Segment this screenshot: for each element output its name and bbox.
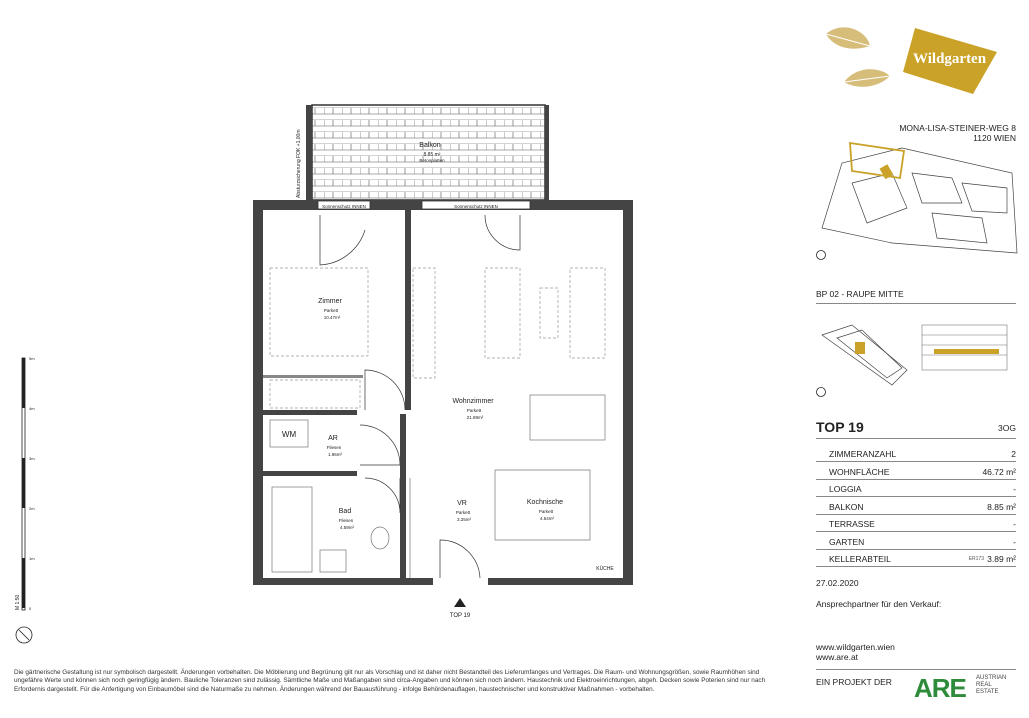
leaf-icon [825, 27, 891, 87]
washing-machine-label: WM [282, 430, 297, 439]
unit-row-key: TERRASSE [829, 519, 875, 529]
unit-row-key: ZIMMERANZAHL [829, 449, 897, 459]
svg-text:Parkett: Parkett [467, 408, 482, 413]
building-part: BP 02 - RAUPE MITTE [816, 289, 904, 299]
svg-text:5m: 5m [29, 356, 35, 361]
unit-row-key: KELLERABTEIL [829, 554, 891, 564]
entrance-label: TOP 19 [450, 613, 471, 619]
room-wohnzimmer: Wohnzimmer Parkett 21.89m² [452, 398, 494, 420]
project-by: EIN PROJEKT DER [816, 677, 892, 687]
room-zimmer: Zimmer Parkett 10.47m² [318, 298, 342, 320]
balcony-floor: Betonplatten [419, 158, 445, 163]
floor-plan: Balkon 8.85 m² Betonplatten Absturzsiche… [15, 104, 633, 644]
unit-row-wohnfläche: WOHNFLÄCHE 46.72 m² [816, 462, 1016, 480]
svg-text:Fliesen: Fliesen [339, 518, 354, 523]
link-wildgarten[interactable]: www.wildgarten.wien [816, 642, 895, 652]
unit-row-value: 46.72 m² [982, 466, 1016, 477]
address: MONA-LISA-STEINER-WEG 8 1120 WIEN [899, 123, 1016, 143]
svg-text:Wohnzimmer: Wohnzimmer [452, 398, 494, 405]
date: 27.02.2020 [816, 578, 859, 588]
key-plan [816, 324, 1008, 397]
svg-text:Parkett: Parkett [539, 509, 554, 514]
svg-text:0: 0 [29, 606, 32, 611]
unit-row-value: - [1013, 536, 1016, 547]
svg-text:1m: 1m [29, 556, 35, 561]
svg-text:VR: VR [457, 500, 467, 507]
svg-text:10.47m²: 10.47m² [324, 315, 341, 320]
are-logo: ARE [914, 673, 967, 703]
svg-text:Bad: Bad [339, 508, 352, 515]
svg-text:Zimmer: Zimmer [318, 298, 342, 305]
north-arrow-icon [816, 250, 826, 260]
kitchen-label: KÜCHE [596, 565, 614, 572]
scale-bar: 5m 4m 3m 2m 1m 0 M 1:50 [15, 356, 35, 611]
unit-row-balkon: BALKON 8.85 m² [816, 497, 1016, 515]
walls [253, 200, 633, 585]
unit-row-terrasse: TERRASSE - [816, 514, 1016, 532]
unit-row-loggia: LOGGIA - [816, 479, 1016, 497]
svg-text:2m: 2m [29, 506, 35, 511]
svg-text:M 1:50: M 1:50 [15, 594, 21, 610]
entrance-arrow-icon [454, 598, 466, 607]
unit-row-extra: ER173 [968, 556, 984, 562]
svg-text:4.54m²: 4.54m² [540, 516, 555, 521]
svg-text:4.59m²: 4.59m² [340, 525, 355, 530]
unit-row-value: 8.85 m² [987, 501, 1016, 512]
balcony-note: Absturzsicherung FOK +1,00m [296, 129, 302, 198]
unit-title: TOP 19 [816, 419, 864, 435]
site-map [816, 141, 1018, 260]
room-bad: Bad Fliesen 4.59m² [339, 508, 355, 530]
svg-text:3m: 3m [29, 456, 35, 461]
svg-text:21.89m²: 21.89m² [467, 415, 484, 420]
unit-row-key: LOGGIA [829, 484, 862, 494]
balcony: Balkon 8.85 m² Betonplatten Absturzsiche… [296, 104, 549, 201]
svg-text:1.96m²: 1.96m² [328, 452, 343, 457]
sunshade-2: Sonnenschutz INNEN [454, 204, 498, 209]
unit-floor: 3OG [998, 423, 1016, 433]
svg-text:Fliesen: Fliesen [327, 445, 342, 450]
unit-header: TOP 19 3OG [816, 418, 1016, 439]
contact-label: Ansprechpartner für den Verkauf: [816, 599, 942, 609]
north-arrow-icon [816, 387, 826, 397]
are-logo-sub: AUSTRIAN REAL ESTATE [976, 675, 1007, 695]
balcony-name: Balkon [419, 142, 441, 149]
unit-row-value: - [1013, 519, 1016, 529]
unit-row-garten: GARTEN - [816, 532, 1016, 550]
unit-row-key: BALKON [829, 501, 864, 512]
brand-name: Wildgarten [913, 51, 987, 67]
sunshade-1: Sonnenschutz INNEN [322, 204, 366, 209]
svg-text:Kochnische: Kochnische [527, 499, 563, 506]
unit-row-zimmeranzahl: ZIMMERANZAHL 2 [816, 444, 1016, 462]
link-are[interactable]: www.are.at [816, 652, 859, 662]
disclaimer: Die gärtnerische Gestaltung ist nur symb… [14, 669, 766, 693]
svg-text:3.25m²: 3.25m² [457, 517, 472, 522]
room-vr: VR Parkett 3.25m² [456, 500, 472, 522]
north-arrow-icon [15, 626, 33, 644]
room-kochnische: Kochnische Parkett 4.54m² [527, 499, 563, 521]
room-ar: AR Fliesen 1.96m² [327, 435, 343, 457]
unit-row-value: - [1013, 484, 1016, 494]
balcony-area: 8.85 m² [424, 152, 441, 158]
unit-row-value: 3.89 m² [987, 554, 1016, 564]
svg-text:AR: AR [328, 435, 338, 442]
svg-text:4m: 4m [29, 406, 35, 411]
wildgarten-logo [903, 28, 997, 94]
svg-text:Parkett: Parkett [324, 308, 339, 313]
unit-row-key: GARTEN [829, 536, 865, 547]
unit-row-value: 2 [1011, 449, 1016, 459]
unit-row-key: WOHNFLÄCHE [829, 466, 890, 477]
svg-text:Parkett: Parkett [456, 510, 471, 515]
